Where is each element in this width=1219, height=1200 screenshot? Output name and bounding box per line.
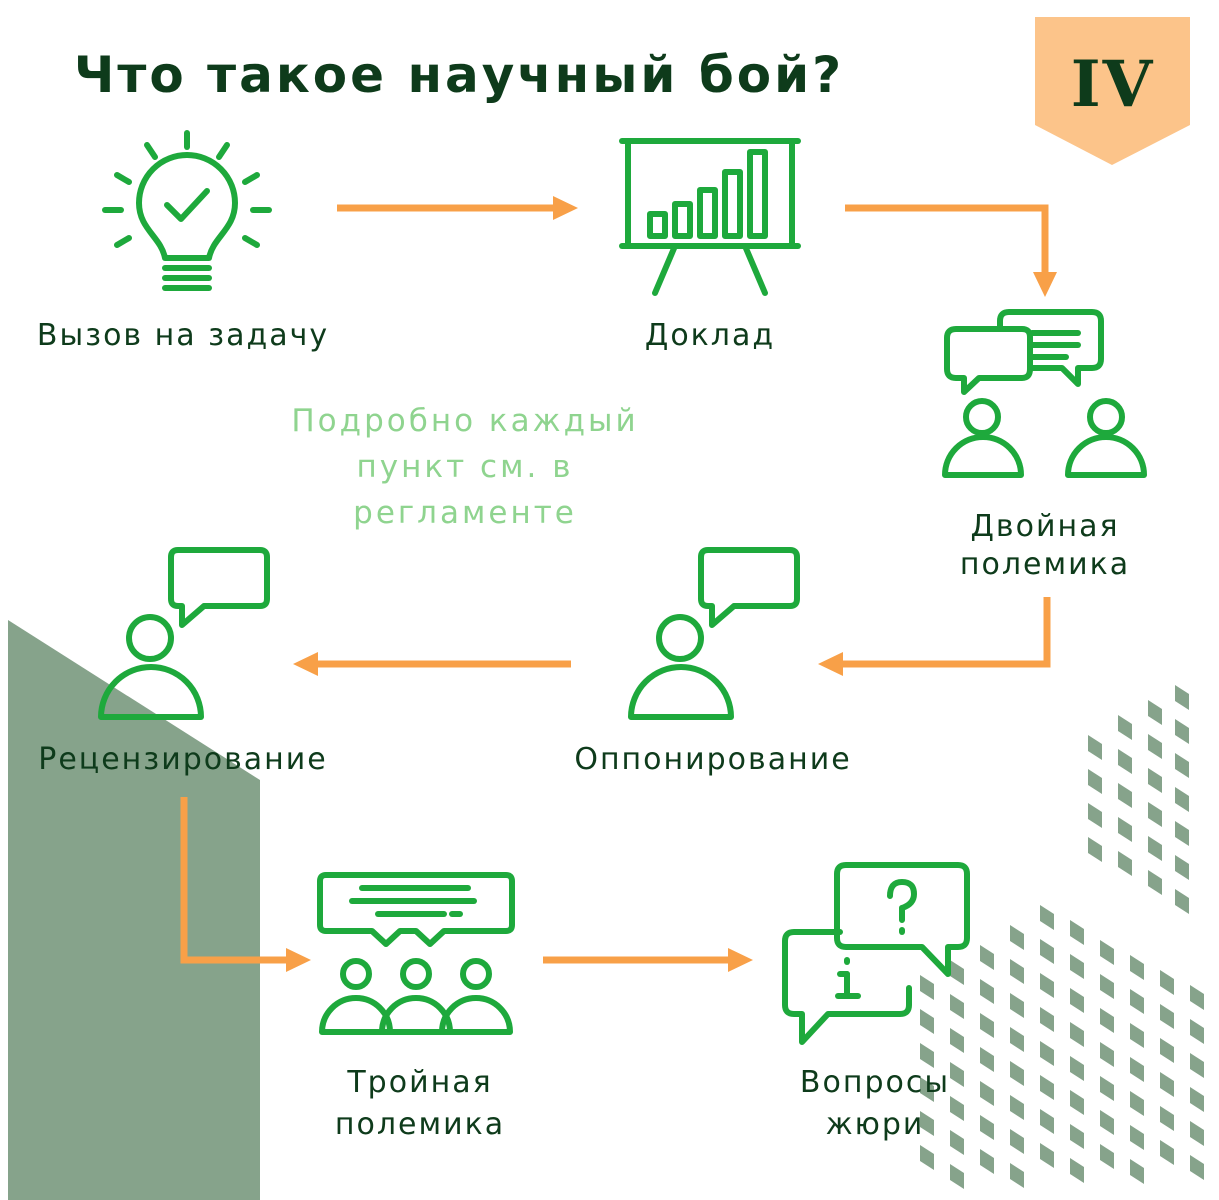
step-label-review: Рецензирование xyxy=(38,742,328,777)
group-discussion-icon xyxy=(317,872,515,1035)
presentation-chart-icon xyxy=(619,138,801,296)
step-label-opposition: Оппонирование xyxy=(574,742,852,777)
lightbulb-check-icon xyxy=(102,130,272,291)
arrow-review-to-triple xyxy=(180,797,311,972)
page-title: Что такое научный бой? xyxy=(74,46,845,104)
arrow-double-to-opposition xyxy=(818,597,1051,676)
two-person-chat-icon xyxy=(942,309,1147,478)
arrow-challenge-to-report xyxy=(337,196,578,220)
arrow-opposition-to-review xyxy=(293,652,571,676)
step-label-report: Доклад xyxy=(644,318,776,353)
regulation-note: Подробно каждый пункт см. в регламенте xyxy=(291,403,639,531)
section-badge: IV xyxy=(1035,17,1190,165)
step-label-jury-questions: Вопросы жюри xyxy=(799,1065,951,1142)
step-label-double-polemic: Двойная полемика xyxy=(959,509,1131,582)
step-label-triple-polemic: Тройная полемика xyxy=(334,1065,506,1142)
question-info-bubbles-icon xyxy=(782,862,970,1045)
arrow-triple-to-jury xyxy=(543,948,753,972)
step-label-challenge: Вызов на задачу xyxy=(36,318,330,353)
arrow-report-to-double xyxy=(845,204,1057,297)
person-speech-icon xyxy=(628,547,800,720)
person-speech-icon xyxy=(98,547,270,720)
badge-label: IV xyxy=(1070,47,1155,122)
